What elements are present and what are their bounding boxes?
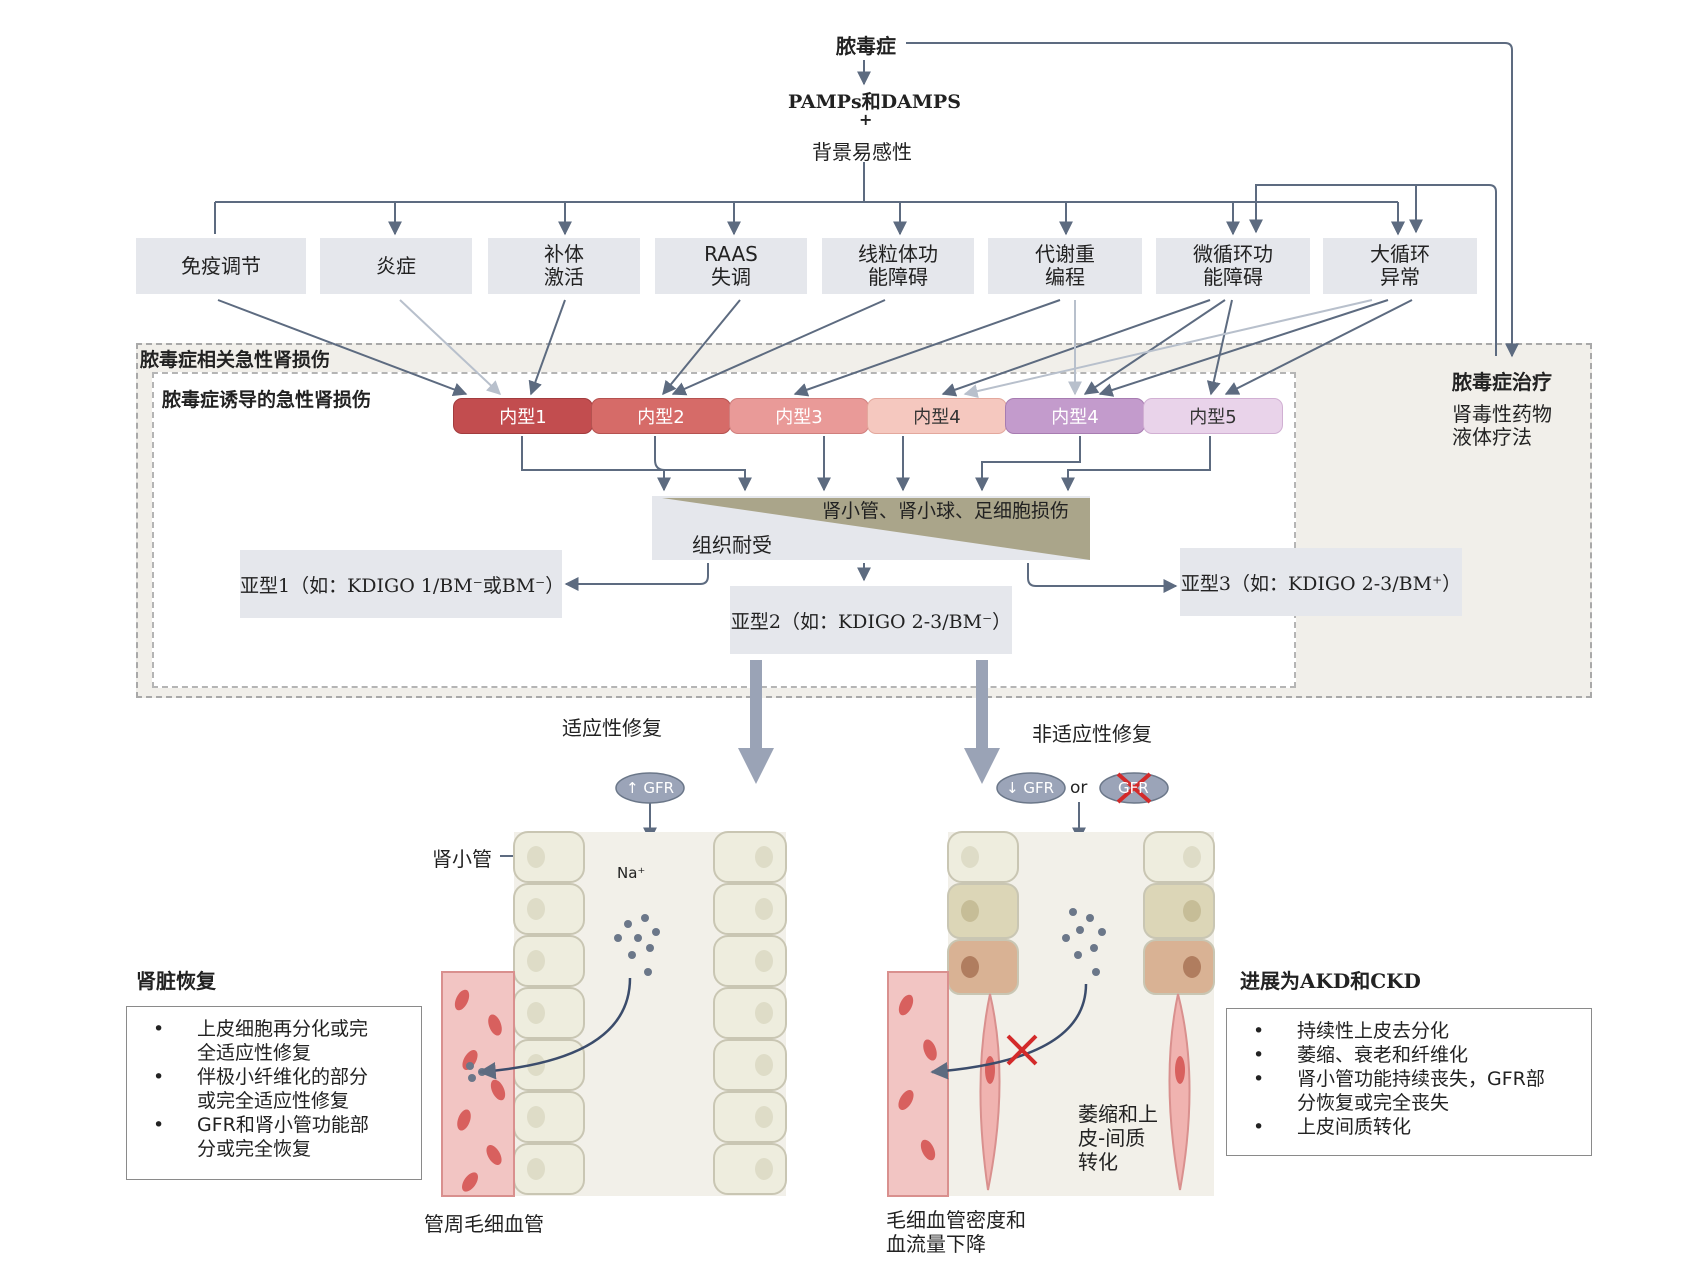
- subphenotype-1: 内型1: [453, 398, 593, 434]
- gfr-down-label: ↓ GFR: [1006, 779, 1055, 797]
- mechanism-label: 微循环功 能障碍: [1193, 242, 1273, 289]
- adaptive-tubule-illustration: [441, 831, 787, 1197]
- subphenotype-label: 内型4: [1051, 407, 1099, 428]
- progression-item: 肾小管功能持续丧失，GFR部 分恢复或完全丧失: [1247, 1067, 1579, 1115]
- tissue-tolerance-label: 组织耐受: [692, 533, 772, 557]
- mechanism-label: 代谢重 编程: [1035, 242, 1095, 289]
- mechanism-immune: 免疫调节: [136, 238, 306, 294]
- treatment-title: 脓毒症治疗: [1452, 370, 1552, 394]
- or-label: or: [1070, 778, 1088, 798]
- treatment-nephrotoxic: 肾毒性药物: [1452, 402, 1552, 426]
- subphenotype-label: 内型2: [637, 407, 685, 428]
- sodium-label: Na⁺: [617, 864, 646, 882]
- damage-wedge: [662, 498, 1090, 560]
- recovery-panel: 上皮细胞再分化或完 全适应性修复 伴极小纤维化的部分 或完全适应性修复 GFR和…: [126, 1006, 422, 1180]
- subphenotype-label: 内型1: [499, 407, 547, 428]
- tubule-label: 肾小管: [432, 847, 492, 871]
- capillary-decline-label: 毛细血管密度和 血流量下降: [886, 1208, 1026, 1256]
- gfr-up-label: ↑ GFR: [626, 779, 675, 797]
- mechanism-label: 免疫调节: [181, 253, 261, 278]
- blocked-cross-icon: [1006, 1034, 1038, 1066]
- background-susceptibility: 背景易感性: [812, 140, 912, 164]
- akd-ckd-title: 进展为AKD和CKD: [1240, 969, 1421, 993]
- treatment-fluids: 液体疗法: [1452, 425, 1532, 449]
- sepsis-title: 脓毒症: [836, 34, 896, 58]
- mechanism-label: 炎症: [376, 253, 416, 278]
- subtype-1-box: 亚型1（如：KDIGO 1/BM⁻或BM⁻）: [240, 550, 565, 618]
- adaptive-repair-label: 适应性修复: [562, 716, 662, 740]
- subphenotype-5: 内型5: [1143, 398, 1283, 434]
- progression-item: 持续性上皮去分化: [1247, 1019, 1579, 1043]
- subtype-2-box: 亚型2（如：KDIGO 2-3/BM⁻）: [730, 586, 1012, 654]
- progression-item: 上皮间质转化: [1247, 1115, 1579, 1139]
- mechanism-raas: RAAS 失调: [655, 238, 807, 294]
- gfr-lost-label: GFR: [1118, 779, 1149, 797]
- kidney-recovery-title: 肾脏恢复: [136, 969, 216, 993]
- injury-damage-label: 肾小管、肾小球、足细胞损伤: [822, 500, 1070, 522]
- mechanism-label: RAAS 失调: [704, 242, 758, 289]
- subtype-label: 亚型1（如：KDIGO 1/BM⁻或BM⁻）: [240, 574, 565, 597]
- maladaptive-tubule-illustration: [887, 831, 1215, 1197]
- gfr-down-pill: [996, 772, 1066, 804]
- atrophy-emt-label: 萎缩和上 皮-间质 转化: [1078, 1102, 1158, 1174]
- mechanism-label: 大循环 异常: [1370, 242, 1430, 289]
- subtype-label: 亚型3（如：KDIGO 2-3/BM⁺）: [1180, 572, 1462, 595]
- mechanism-mitochondria: 线粒体功 能障碍: [822, 238, 974, 294]
- recovery-item: 伴极小纤维化的部分 或完全适应性修复: [147, 1065, 409, 1113]
- subtype-3-box: 亚型3（如：KDIGO 2-3/BM⁺）: [1180, 548, 1462, 616]
- subphenotype-label: 内型4: [913, 407, 961, 428]
- sa-aki-label: 脓毒症相关急性肾损伤: [140, 349, 331, 371]
- subtype-label: 亚型2（如：KDIGO 2-3/BM⁻）: [730, 610, 1012, 633]
- subphenotype-3: 内型3: [729, 398, 869, 434]
- mechanism-complement: 补体 激活: [488, 238, 640, 294]
- peritubular-capillary-label: 管周毛细血管: [424, 1212, 544, 1236]
- subphenotype-4b: 内型4: [1005, 398, 1145, 434]
- progression-item: 萎缩、衰老和纤维化: [1247, 1043, 1579, 1067]
- pamps-damps: PAMPs和DAMPS: [788, 91, 961, 113]
- si-aki-label: 脓毒症诱导的急性肾损伤: [162, 389, 372, 411]
- mechanism-inflammation: 炎症: [320, 238, 472, 294]
- mechanism-microcirculation: 微循环功 能障碍: [1156, 238, 1310, 294]
- mechanism-label: 线粒体功 能障碍: [858, 242, 938, 289]
- gfr-up-pill: [615, 772, 685, 804]
- recovery-item: 上皮细胞再分化或完 全适应性修复: [147, 1017, 409, 1065]
- mechanism-metabolic: 代谢重 编程: [988, 238, 1142, 294]
- recovery-item: GFR和肾小管功能部 分或完全恢复: [147, 1113, 409, 1161]
- plus-sign: +: [859, 110, 873, 129]
- mechanism-label: 补体 激活: [544, 242, 584, 289]
- gfr-cross-icon: [1116, 772, 1152, 804]
- subphenotype-label: 内型3: [775, 407, 823, 428]
- mechanism-macrocirculation: 大循环 异常: [1323, 238, 1477, 294]
- maladaptive-repair-label: 非适应性修复: [1032, 722, 1152, 746]
- subphenotype-4: 内型4: [867, 398, 1007, 434]
- progression-panel: 持续性上皮去分化 萎缩、衰老和纤维化 肾小管功能持续丧失，GFR部 分恢复或完全…: [1226, 1008, 1592, 1156]
- subphenotype-label: 内型5: [1189, 407, 1237, 428]
- subphenotype-2: 内型2: [591, 398, 731, 434]
